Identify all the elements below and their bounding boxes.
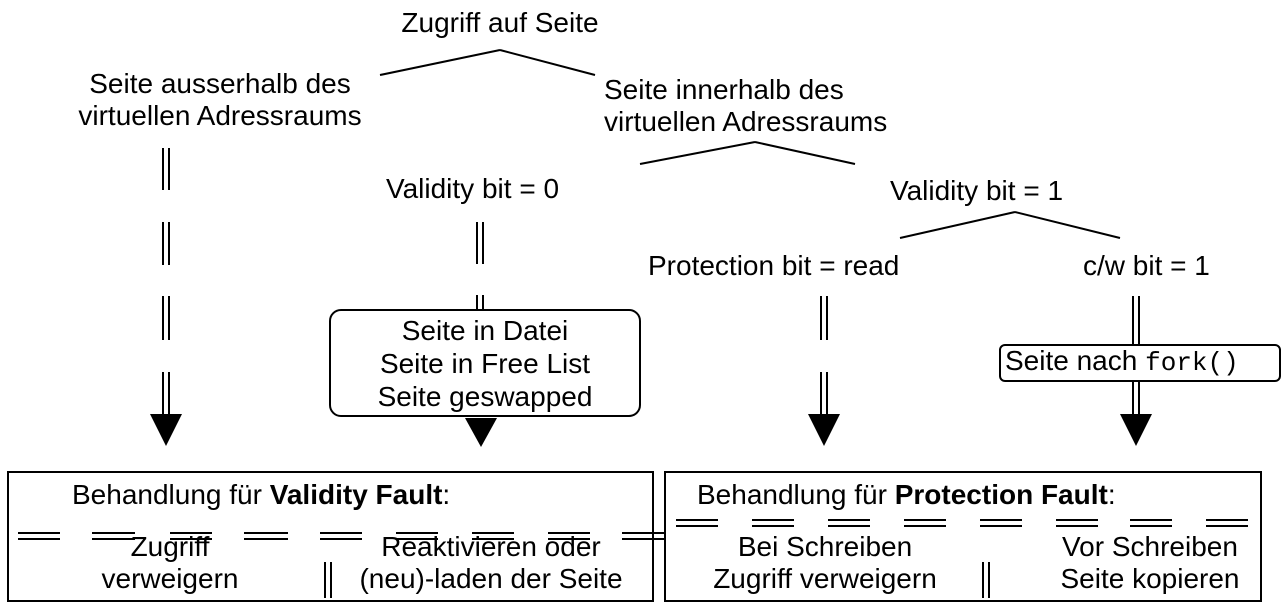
page-sources-box <box>329 309 641 417</box>
validity-fault-left: Zugriff verweigern <box>60 531 280 595</box>
page-source-item: Seite in Free List <box>379 348 591 379</box>
protection-fault-suffix: : <box>1107 479 1116 510</box>
arrow-outside <box>162 148 170 415</box>
protection-fault-name: Protection Fault <box>894 479 1108 510</box>
validity-left-line: Zugriff <box>130 531 210 562</box>
protection-fault-box <box>664 471 1262 602</box>
validity-fault-suffix: : <box>442 479 451 510</box>
validity-fault-name: Validity Fault <box>269 479 443 510</box>
protection-right-line: Seite kopieren <box>1060 563 1240 594</box>
page-sources-list: Seite in Datei Seite in Free List Seite … <box>331 314 639 413</box>
validity-right-line: (neu)-laden der Seite <box>359 563 623 594</box>
branch-line <box>754 141 856 165</box>
arrow-cw <box>1132 296 1140 415</box>
branch-line <box>899 211 1016 239</box>
fork-label-prefix: Seite nach <box>1005 345 1146 376</box>
validity-fault-prefix: Behandlung für <box>72 479 270 510</box>
node-validity-1: Validity bit = 1 <box>890 175 1064 206</box>
node-outside-line1: Seite ausserhalb des <box>89 68 351 99</box>
validity-right-line: Reaktivieren oder <box>381 531 601 562</box>
node-outside-line2: virtuellen Adressraums <box>78 100 362 131</box>
page-source-item: Seite geswapped <box>377 381 593 412</box>
node-validity-0: Validity bit = 0 <box>386 173 560 204</box>
validity-fault-box <box>7 471 654 602</box>
arrowhead <box>808 414 840 446</box>
protection-left-line: Bei Schreiben <box>737 531 913 562</box>
validity-fault-title: Behandlung für Validity Fault: <box>72 479 450 511</box>
fork-code: fork() <box>1145 348 1239 378</box>
arrow-validity0 <box>476 222 484 312</box>
protection-left-line: Zugriff verweigern <box>713 563 937 594</box>
branch-line <box>499 49 596 76</box>
protection-fault-prefix: Behandlung für <box>697 479 895 510</box>
node-protection-read: Protection bit = read <box>648 250 900 281</box>
branch-line <box>1014 211 1121 239</box>
arrowhead <box>1120 414 1152 446</box>
page-source-item: Seite in Datei <box>401 315 569 346</box>
validity-left-line: verweigern <box>101 563 239 594</box>
root-node: Zugriff auf Seite <box>401 7 599 38</box>
node-inside-line2: virtuellen Adressraums <box>604 106 888 137</box>
validity-fault-right: Reaktivieren oder (neu)-laden der Seite <box>336 531 646 595</box>
protection-fault-title: Behandlung für Protection Fault: <box>697 479 1116 511</box>
arrow-protection-read <box>820 296 828 415</box>
fork-label: Seite nach fork() <box>1005 345 1239 379</box>
branch-line <box>639 141 756 165</box>
fork-box <box>999 344 1281 382</box>
vertical-divider <box>324 562 990 598</box>
arrowhead <box>465 418 497 447</box>
divider-validity <box>18 532 664 540</box>
node-outside: Seite ausserhalb des virtuellen Adressra… <box>40 68 400 132</box>
node-cw-bit: c/w bit = 1 <box>1083 250 1210 281</box>
branch-line <box>379 49 501 76</box>
divider-protection <box>676 519 1248 527</box>
protection-right-line: Vor Schreiben <box>1062 531 1238 562</box>
protection-fault-right: Vor Schreiben Seite kopieren <box>1030 531 1270 595</box>
protection-fault-left: Bei Schreiben Zugriff verweigern <box>680 531 970 595</box>
node-inside: Seite innerhalb des virtuellen Adressrau… <box>590 74 940 138</box>
arrowhead <box>150 414 182 446</box>
node-inside-line1: Seite innerhalb des <box>604 74 844 105</box>
